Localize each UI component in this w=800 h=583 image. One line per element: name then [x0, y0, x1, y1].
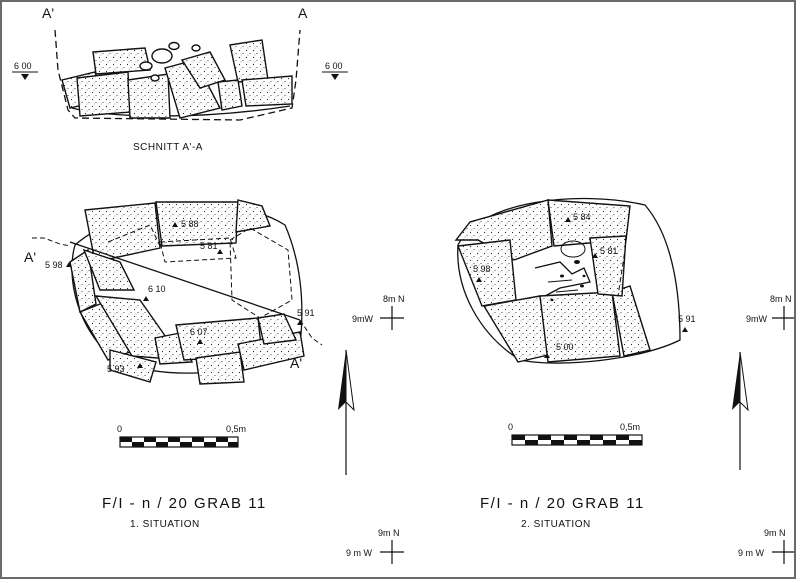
svg-text:5 00: 5 00 — [556, 342, 574, 352]
north-arrow-1 — [338, 349, 355, 475]
svg-text:9m N: 9m N — [378, 528, 400, 538]
section-label-right: A — [298, 5, 308, 21]
svg-text:5 91: 5 91 — [297, 308, 315, 318]
section-elevation-left: 6 00 — [12, 61, 38, 80]
svg-text:6 00: 6 00 — [325, 61, 343, 71]
plan2-title: F/I - n / 20 GRAB 11 — [480, 495, 645, 512]
grid-cross-bottom-1: 9m N 9 m W — [346, 528, 404, 564]
section-drawing: 6 00 6 00 A' A SCHNITT A'-A — [12, 5, 348, 153]
svg-text:9 m W: 9 m W — [346, 548, 373, 558]
svg-text:5 98: 5 98 — [45, 260, 63, 270]
svg-text:5 93: 5 93 — [107, 364, 125, 374]
svg-text:8m N: 8m N — [383, 294, 405, 304]
svg-text:6 00: 6 00 — [14, 61, 32, 71]
svg-text:6 07: 6 07 — [190, 327, 208, 337]
grid-cross-plan1: 8m N 9mW — [352, 294, 405, 330]
plan-2: 5 84 5 81 5 98 5 00 5 91 — [454, 197, 696, 364]
scale-bar-1: 0 0,5m — [117, 424, 246, 448]
svg-text:0,5m: 0,5m — [226, 424, 246, 434]
grid-cross-plan2: 8m N 9mW — [746, 294, 794, 330]
svg-text:9 m W: 9 m W — [738, 548, 765, 558]
plan-1: 5 88 5 81 5 98 6 10 6 07 5 91 5 93 A' A' — [24, 199, 323, 385]
svg-text:9m N: 9m N — [764, 528, 786, 538]
plan1-elevations: 5 88 5 81 5 98 6 10 6 07 5 91 5 93 — [45, 219, 315, 374]
plan1-title: F/I - n / 20 GRAB 11 — [102, 495, 267, 512]
svg-text:8m N: 8m N — [770, 294, 792, 304]
skeleton-remains — [534, 240, 591, 302]
svg-text:5 88: 5 88 — [181, 219, 199, 229]
plan2-subtitle: 2. SITUATION — [521, 519, 591, 530]
plan2-elevations: 5 84 5 81 5 98 5 00 5 91 — [473, 212, 696, 358]
section-elevation-right: 6 00 — [322, 61, 348, 80]
svg-text:5 81: 5 81 — [600, 246, 618, 256]
plan1-subtitle: 1. SITUATION — [130, 519, 200, 530]
svg-text:6 10: 6 10 — [148, 284, 166, 294]
section-label-left: A' — [42, 5, 54, 21]
svg-text:0,5m: 0,5m — [620, 422, 640, 432]
svg-text:0: 0 — [117, 424, 122, 434]
north-arrow-2 — [732, 351, 749, 470]
svg-text:0: 0 — [508, 422, 513, 432]
grid-cross-bottom-2: 9m N 9 m W — [738, 528, 794, 564]
svg-text:9mW: 9mW — [352, 314, 374, 324]
svg-text:9mW: 9mW — [746, 314, 768, 324]
svg-text:5 98: 5 98 — [473, 264, 491, 274]
svg-text:5 84: 5 84 — [573, 212, 591, 222]
plan1-section-label-left: A' — [24, 249, 36, 265]
svg-text:5 81: 5 81 — [200, 241, 218, 251]
svg-text:5 91: 5 91 — [678, 314, 696, 324]
section-caption: SCHNITT A'-A — [133, 142, 203, 153]
plan1-section-label-right: A' — [290, 355, 302, 371]
scale-bar-2: 0 0,5m — [508, 422, 643, 446]
